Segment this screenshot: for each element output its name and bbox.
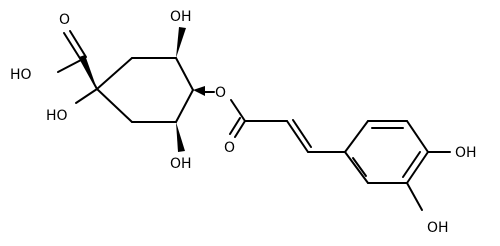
- ring-bond-c3-c4: [175, 57, 194, 91]
- ester-oxygen-label: O: [215, 85, 226, 101]
- aryl-hydroxyl-meta-label: OH: [427, 220, 449, 236]
- alkene-double-bond-a: [286, 120, 309, 153]
- c1-carboxyl-wedge: [79, 55, 97, 89]
- carboxyl-oxo-label: O: [59, 12, 70, 28]
- aryl-oh-meta-bond: [406, 182, 423, 211]
- benzene-inner-bond-3: [352, 157, 367, 177]
- benzene-inner-bond-2: [402, 151, 421, 178]
- carboxyl-hydroxyl-label: HO: [10, 67, 32, 83]
- benzene-bond-6: [344, 151, 369, 184]
- ester-carbonyl-double-a: [234, 120, 246, 138]
- ring-bond-c1-c2: [96, 57, 133, 90]
- c1-oh-bond: [75, 88, 98, 104]
- c1-hydroxyl-label: HO: [46, 108, 68, 124]
- benzene-bond-4: [406, 151, 429, 184]
- aryl-hydroxyl-para-label: OH: [455, 145, 477, 161]
- benzene-bond-3: [406, 120, 429, 153]
- carbonyl-double-bond-a: [63, 32, 82, 61]
- carboxyl-oh-bond: [57, 59, 82, 73]
- ring-bond-c4-c5: [175, 89, 194, 123]
- ester-carbonyl-double-b: [229, 117, 241, 135]
- stereo-wedges: [79, 27, 205, 152]
- c4-ester-wedge: [193, 86, 205, 96]
- bonds: [57, 30, 451, 211]
- ester-carbonyl-oxygen-label: O: [224, 140, 235, 156]
- c5-hydroxyl-label: OH: [170, 156, 192, 172]
- c3-oh-wedge: [176, 27, 186, 58]
- atom-labels: O HO HO OH O OH O OH OH: [10, 9, 477, 236]
- alkene-double-bond-b: [292, 119, 312, 148]
- c5-oh-wedge: [176, 122, 185, 152]
- ester-oc-bond: [230, 99, 246, 122]
- carbonyl-double-bond-b: [69, 30, 87, 58]
- benzene-bond-1: [344, 120, 369, 153]
- c3-hydroxyl-label: OH: [170, 9, 192, 25]
- ring-bond-c6-c1: [96, 88, 133, 123]
